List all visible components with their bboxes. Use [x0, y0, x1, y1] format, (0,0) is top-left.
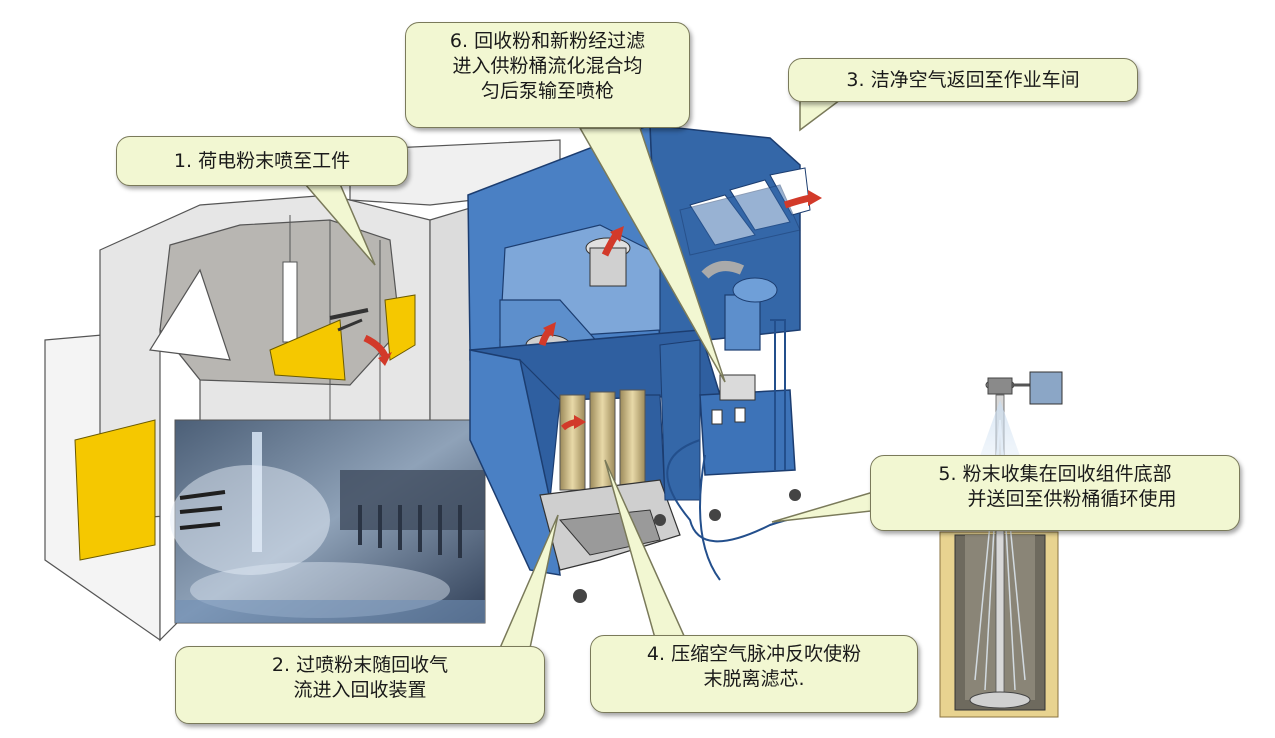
callout-6-line1: 6. 回收粉和新粉经过滤: [449, 30, 646, 52]
callout-6: 6. 回收粉和新粉经过滤 进入供粉桶流化混合均 匀后泵输至喷枪: [405, 22, 690, 128]
callout-3-line1: 3. 洁净空气返回至作业车间: [846, 69, 1080, 91]
callout-2-line1: 2. 过喷粉末随回收气: [271, 654, 449, 676]
spray-booth-photo: [170, 419, 486, 624]
filter-cartridge-section: [939, 371, 1063, 718]
callout-1: 1. 荷电粉末喷至工件: [116, 136, 408, 186]
callout-5-line2: 并送回至供粉桶循环使用: [967, 488, 1177, 510]
callout-4-line1: 4. 压缩空气脉冲反吹使粉: [646, 643, 862, 665]
callout-5-line1: 5. 粉末收集在回收组件底部: [938, 463, 1172, 485]
callout-2-line2: 流进入回收装置: [293, 679, 427, 701]
recovery-unit: [467, 123, 861, 603]
callout-3: 3. 洁净空气返回至作业车间: [788, 58, 1138, 102]
callout-4: 4. 压缩空气脉冲反吹使粉 末脱离滤芯.: [590, 635, 918, 713]
callout-6-line2: 进入供粉桶流化混合均: [452, 55, 643, 77]
callout-5: 5. 粉末收集在回收组件底部 并送回至供粉桶循环使用: [870, 455, 1240, 531]
callout-4-line2: 末脱离滤芯.: [703, 668, 805, 690]
callout-tails: [303, 99, 881, 649]
callout-2: 2. 过喷粉末随回收气 流进入回收装置: [175, 646, 545, 724]
callout-6-line3: 匀后泵输至喷枪: [480, 80, 614, 102]
callout-1-line1: 1. 荷电粉末喷至工件: [173, 150, 351, 172]
